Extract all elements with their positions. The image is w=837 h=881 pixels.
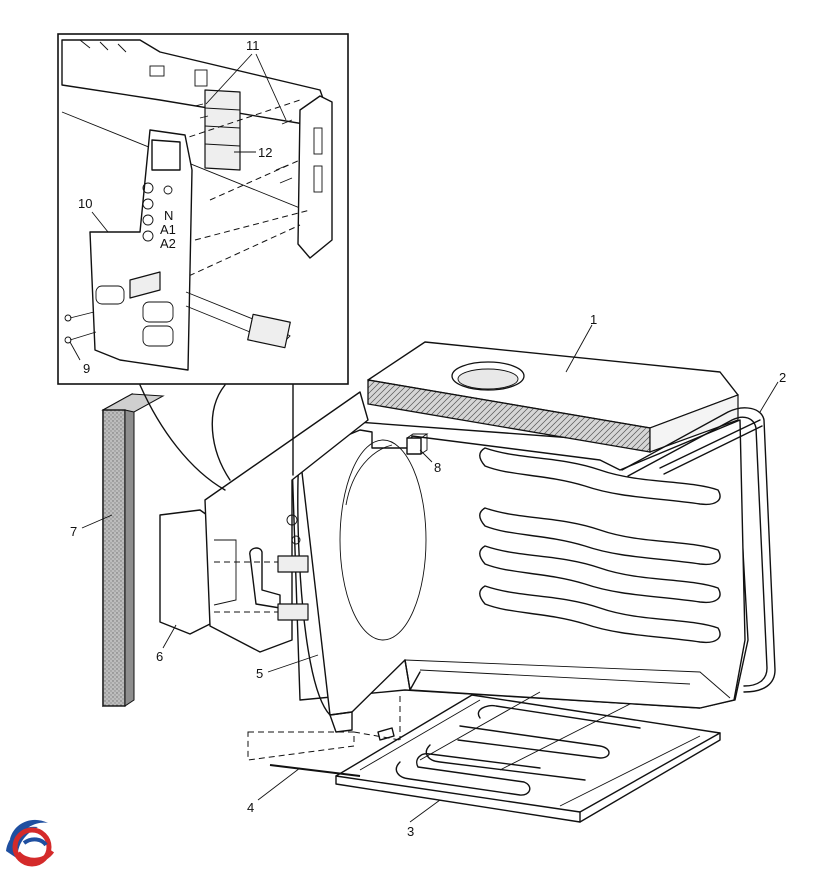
door-seal <box>621 407 776 693</box>
callout-10: 10 <box>78 196 92 211</box>
callout-7: 7 <box>70 524 77 539</box>
detail-inset <box>57 33 349 491</box>
top-insulation-block <box>367 341 739 453</box>
callout-1: 1 <box>590 312 597 327</box>
callout-9: 9 <box>83 361 90 376</box>
callout-11: 11 <box>246 38 260 53</box>
brand-swirl-logo <box>6 819 55 867</box>
callout-6: 6 <box>156 649 163 664</box>
bracket-8 <box>406 433 429 455</box>
heating-element-tray <box>335 691 721 823</box>
rear-mounting-plate <box>159 391 369 653</box>
callout-12: 12 <box>258 145 272 160</box>
side-insulation-panel <box>101 392 165 708</box>
panel-label-a2: A2 <box>160 236 176 251</box>
element-rod-and-screw <box>247 696 401 777</box>
callout-2: 2 <box>779 370 786 385</box>
callouts: 1 2 3 4 5 6 7 8 9 10 11 12 N A1 A2 <box>69 38 786 839</box>
callout-5: 5 <box>256 666 263 681</box>
panel-label-n: N <box>164 208 173 223</box>
callout-4: 4 <box>247 800 254 815</box>
panel-label-a1: A1 <box>160 222 176 237</box>
callout-8: 8 <box>434 460 441 475</box>
callout-3: 3 <box>407 824 414 839</box>
oven-cavity <box>291 409 749 733</box>
